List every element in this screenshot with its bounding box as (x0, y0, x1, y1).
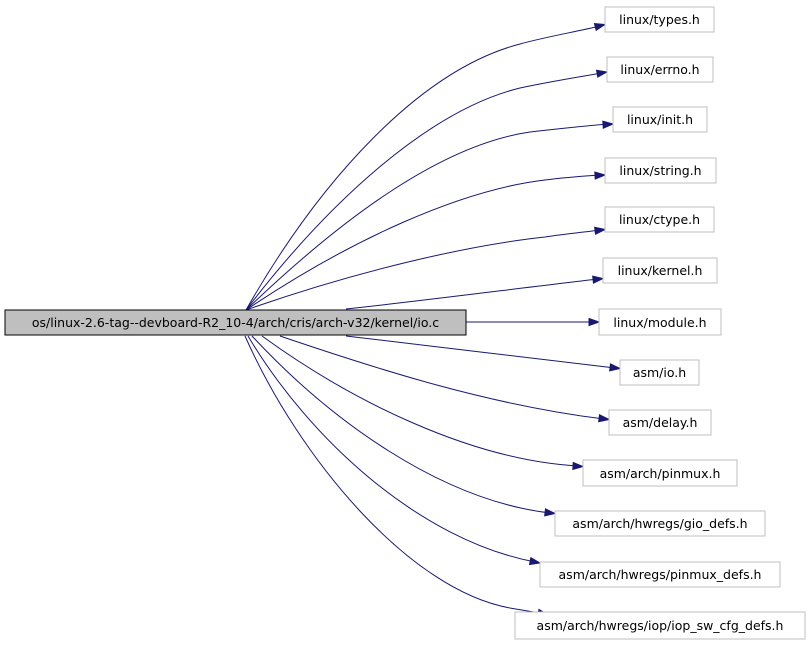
include-node-asm-arch-hwregs-pinmux-defs[interactable]: asm/arch/hwregs/pinmux_defs.h (539, 561, 781, 588)
include-node-label: linux/string.h (619, 163, 701, 178)
edges-layer (244, 22, 622, 617)
dependency-arrowhead (592, 275, 605, 284)
include-node-linux-errno[interactable]: linux/errno.h (606, 56, 714, 83)
dependency-edge (245, 72, 603, 311)
include-node-label: asm/arch/hwregs/iop/iop_sw_cfg_defs.h (537, 618, 784, 633)
include-node-linux-init[interactable]: linux/init.h (612, 106, 708, 133)
dependency-edge (345, 278, 599, 310)
dependency-arrowhead (593, 22, 607, 32)
include-node-box (604, 157, 717, 184)
include-node-linux-ctype[interactable]: linux/ctype.h (604, 206, 715, 233)
include-node-box (602, 257, 718, 284)
include-node-label: asm/arch/pinmux.h (600, 466, 721, 481)
include-node-box (554, 510, 766, 537)
dependency-arrowhead (595, 69, 609, 78)
include-node-asm-delay[interactable]: asm/delay.h (608, 409, 712, 436)
include-node-box (612, 106, 708, 133)
include-node-label: asm/arch/hwregs/gio_defs.h (572, 516, 747, 531)
include-node-linux-types[interactable]: linux/types.h (604, 6, 715, 33)
include-node-asm-arch-hwregs-iop-sw-cfg-defs[interactable]: asm/arch/hwregs/iop/iop_sw_cfg_defs.h (514, 611, 806, 640)
include-node-box (619, 359, 700, 386)
dependency-edge (244, 335, 546, 615)
include-node-label: linux/types.h (619, 12, 700, 27)
source-node-box (4, 309, 467, 336)
include-node-box (582, 459, 738, 487)
dependency-edge (245, 123, 609, 311)
include-node-linux-module[interactable]: linux/module.h (598, 308, 722, 336)
source-node[interactable]: os/linux-2.6-tag--devboard-R2_10-4/arch/… (4, 309, 467, 336)
dependency-arrowhead (594, 226, 607, 235)
dependency-arrowhead (598, 414, 611, 423)
include-node-asm-io[interactable]: asm/io.h (619, 359, 700, 386)
include-node-label: linux/module.h (613, 315, 706, 330)
include-node-asm-arch-pinmux[interactable]: asm/arch/pinmux.h (582, 459, 738, 487)
dependency-arrowhead (572, 461, 585, 471)
include-node-label: linux/init.h (627, 112, 693, 127)
dependency-arrowhead (528, 556, 542, 566)
dependency-arrowhead (609, 363, 622, 372)
include-node-label: asm/io.h (633, 365, 686, 380)
include-node-linux-string[interactable]: linux/string.h (604, 157, 717, 184)
include-node-box (514, 611, 806, 640)
dependency-arrowhead (594, 171, 607, 180)
dependency-edge (261, 335, 579, 467)
dependency-arrowhead (602, 120, 615, 129)
dependency-edge (245, 25, 601, 311)
dependency-edge (245, 229, 601, 311)
dependency-edge (245, 174, 601, 311)
include-node-box (598, 308, 722, 336)
dependency-edge (247, 335, 536, 563)
dependency-edge (279, 335, 605, 420)
source-node-label: os/linux-2.6-tag--devboard-R2_10-4/arch/… (32, 315, 439, 330)
include-node-box (604, 206, 715, 233)
dependency-edge (251, 335, 551, 514)
dependency-arrowhead (544, 508, 557, 517)
include-node-label: linux/errno.h (620, 62, 699, 77)
include-node-box (606, 56, 714, 83)
include-node-label: asm/delay.h (623, 415, 698, 430)
include-node-linux-kernel[interactable]: linux/kernel.h (602, 257, 718, 284)
include-node-label: asm/arch/hwregs/pinmux_defs.h (559, 567, 762, 582)
include-node-box (539, 561, 781, 588)
include-node-box (608, 409, 712, 436)
include-node-asm-arch-hwregs-gio-defs[interactable]: asm/arch/hwregs/gio_defs.h (554, 510, 766, 537)
dependency-edge (345, 335, 616, 369)
include-node-label: linux/ctype.h (619, 212, 700, 227)
dependency-arrowhead (588, 317, 601, 327)
include-node-label: linux/kernel.h (618, 263, 703, 278)
include-node-box (604, 6, 715, 33)
